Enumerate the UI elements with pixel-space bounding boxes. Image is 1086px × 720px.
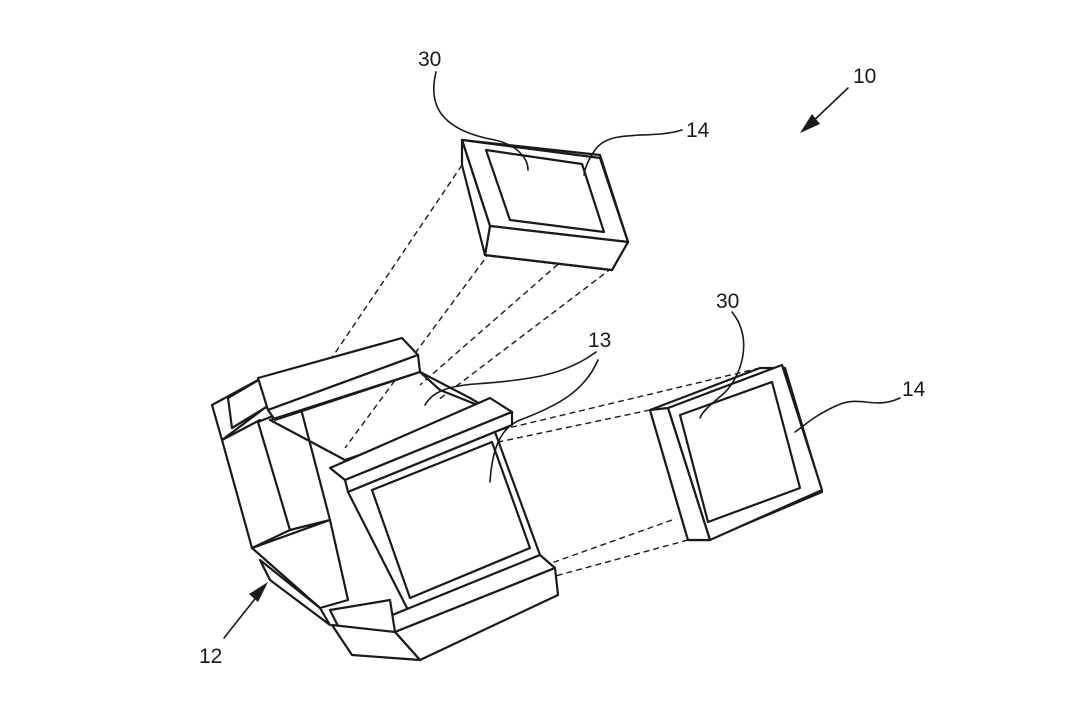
leader-14-top xyxy=(583,129,683,176)
label-30-right: 30 xyxy=(716,290,739,313)
projection-line xyxy=(437,267,613,401)
arrow-10-head xyxy=(800,114,820,133)
window-top xyxy=(484,148,606,234)
reference-labels: 30 10 14 30 13 14 12 xyxy=(199,48,926,668)
frame-front-opening xyxy=(370,440,532,600)
leader-30-top xyxy=(432,71,529,171)
label-13: 13 xyxy=(588,329,611,352)
label-30-top: 30 xyxy=(418,48,441,71)
leader-lines xyxy=(424,71,901,483)
arrows xyxy=(223,87,849,639)
leader-13-left xyxy=(424,351,597,406)
label-12: 12 xyxy=(199,645,222,668)
projection-line xyxy=(499,367,761,431)
leader-30-right xyxy=(699,311,745,419)
leader-13-right xyxy=(489,359,599,483)
frame-housing xyxy=(210,336,560,662)
frame-bottom-left-rail xyxy=(258,558,332,627)
label-14-top: 14 xyxy=(686,119,710,142)
frame-bottom-cap-lower xyxy=(330,623,422,662)
module-right xyxy=(648,363,824,542)
window-right xyxy=(678,380,802,524)
projection-line xyxy=(547,539,689,579)
frame-bottom-left-panel xyxy=(250,518,350,610)
projection-line xyxy=(344,251,491,449)
projection-line xyxy=(419,237,589,386)
arrow-12-head xyxy=(249,582,268,602)
module-right-left-face xyxy=(648,406,712,542)
module-top-left-face xyxy=(460,138,492,257)
leader-14-right xyxy=(794,397,901,433)
label-10: 10 xyxy=(853,65,876,88)
projection-line xyxy=(469,409,651,449)
label-14-right: 14 xyxy=(902,378,926,401)
module-top xyxy=(460,138,630,272)
